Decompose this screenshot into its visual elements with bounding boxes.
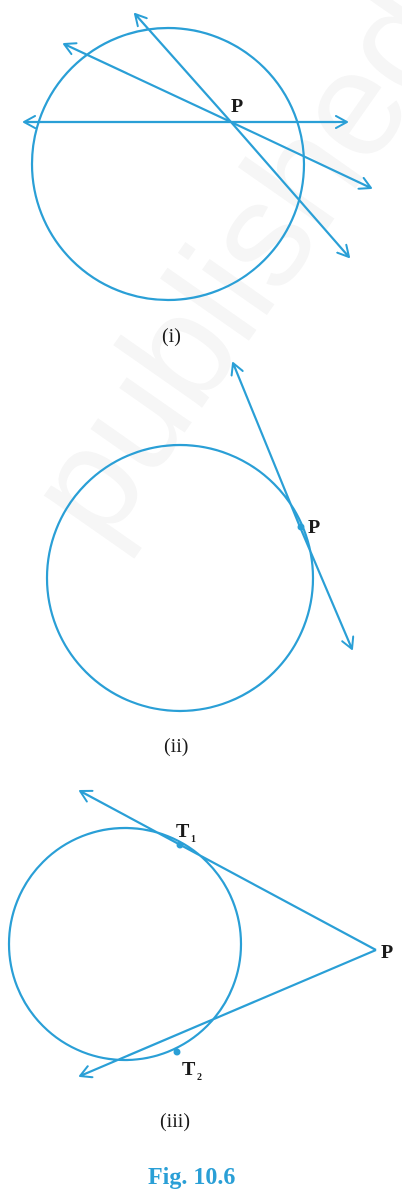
diagram-secants-through-point: P (i) <box>23 12 372 347</box>
tangent-point-t2-dot <box>173 1048 181 1056</box>
upper-tangent-line <box>79 789 377 951</box>
tangent-point-t1-subscript: 1 <box>191 834 196 845</box>
circle-ii <box>45 443 315 713</box>
figure-caption: Fig. 10.6 <box>148 1164 235 1190</box>
external-point-p-label: P <box>381 941 393 963</box>
tangent-point-t1-label: T <box>176 820 190 842</box>
circle-i <box>30 26 306 302</box>
tangent-line-down <box>298 526 355 650</box>
steep-secant-line-up <box>134 12 232 123</box>
part-label-i: (i) <box>162 325 181 347</box>
point-p-dot-ii <box>297 523 305 531</box>
diagram-tangent-at-point: P (ii) <box>45 362 355 757</box>
steep-secant-line-down <box>230 121 350 258</box>
diagram-two-tangents-from-external-point: T 1 T 2 P (iii) <box>7 789 393 1132</box>
tangent-line-up <box>230 362 302 528</box>
shallow-secant-line-up <box>62 42 232 123</box>
tangent-point-t2-label: T <box>182 1058 196 1080</box>
part-label-ii: (ii) <box>164 735 188 757</box>
shallow-secant-line-down <box>230 121 372 190</box>
lower-tangent-line <box>79 948 377 1079</box>
part-label-iii: (iii) <box>160 1110 190 1132</box>
circle-iii <box>7 826 243 1062</box>
tangent-point-t1-dot <box>176 841 184 849</box>
point-p-label-i: P <box>231 95 243 117</box>
tangent-point-t2-subscript: 2 <box>197 1072 202 1083</box>
point-p-label-ii: P <box>308 516 320 538</box>
